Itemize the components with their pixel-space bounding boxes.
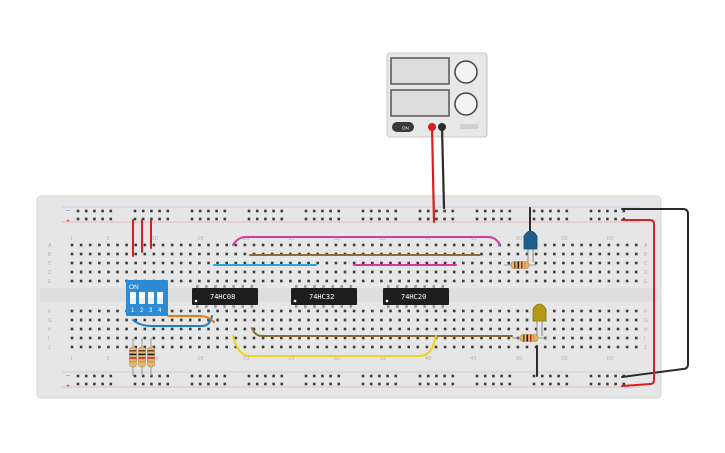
column-number: 1 [70,236,73,242]
column-number: 30 [334,236,340,242]
led-blue[interactable] [523,230,538,262]
wire-magenta-arc [232,236,501,246]
column-number: 60 [607,236,613,242]
row-letter: F [48,309,51,315]
wire-blue [132,315,213,327]
chips[interactable]: 74HC08 74HC32 74HC20 [192,285,449,308]
power-switch[interactable] [392,122,414,132]
power-supply[interactable]: ON [386,52,488,138]
column-number: 30 [334,356,340,362]
dip-switch-number: 2 [140,308,144,314]
voltage-display [390,57,450,85]
row-letter: C [644,261,648,267]
row-letter: D [644,270,648,276]
column-number: 45 [470,356,476,362]
current-display [390,89,450,117]
chip-74hc20[interactable]: 74HC20 [383,285,449,308]
dip-switch-number: 4 [158,308,162,314]
row-letter: I [644,336,645,342]
row-letter: J [644,345,647,351]
column-number: 35 [379,236,385,242]
column-number: 10 [152,236,158,242]
wire-psu-positive [430,125,436,224]
chip-label: 74HC20 [401,293,426,301]
dip-on-label: ON [129,284,139,291]
column-number: 20 [243,236,249,242]
voltage-knob[interactable] [454,60,478,84]
row-letter: B [644,252,648,258]
resistors[interactable] [129,261,547,377]
column-number: 55 [561,356,567,362]
row-letter: E [644,279,648,285]
row-letter: J [48,345,51,351]
column-number: 40 [425,356,431,362]
column-number: 5 [106,236,109,242]
row-letter: C [48,261,52,267]
row-letter: B [48,252,52,258]
resistor-blue-led[interactable] [504,261,536,269]
rail-minus-bottom: − [66,373,70,380]
column-number: 40 [425,236,431,242]
column-number: 55 [561,236,567,242]
wire-right-ground [621,208,689,378]
led-yellow[interactable] [532,303,547,336]
rail-minus-top: − [66,208,70,215]
row-letter: G [48,318,52,324]
wires[interactable] [132,125,689,387]
chip-74hc08[interactable]: 74HC08 [192,285,258,308]
row-letter: E [48,279,52,285]
psu-badge [460,124,478,129]
row-letter: F [644,309,647,315]
row-letter: H [48,327,52,333]
dip-switch-toggle-2[interactable] [139,292,145,304]
column-number: 45 [470,236,476,242]
column-number: 50 [516,356,522,362]
breadboard-holes[interactable] [70,209,638,386]
row-letter: A [48,243,52,249]
resistor-dip-3[interactable] [147,338,155,376]
dip-switch-toggle-4[interactable] [157,292,163,304]
wire-right-power [621,219,655,387]
resistor-dip-2[interactable] [138,338,146,376]
power-switch-label: ON [402,126,409,131]
wire-orange [167,315,215,323]
dip-switch-toggle-3[interactable] [148,292,154,304]
wire-brown-bottom [251,327,513,337]
row-letter: G [644,318,648,324]
column-number: 20 [243,356,249,362]
chip-74hc32[interactable]: 74HC32 [291,285,357,308]
chip-label: 74HC32 [309,293,334,301]
wire-yellow [232,335,437,357]
column-number: 50 [516,236,522,242]
column-number: 10 [152,356,158,362]
wire-psu-negative [440,125,446,210]
current-knob[interactable] [454,92,478,116]
row-letter: D [48,270,52,276]
resistor-dip-1[interactable] [129,338,137,376]
dip-switch-toggle-1[interactable] [130,292,136,304]
row-letter: I [48,336,49,342]
dip-switch-number: 3 [149,308,153,314]
column-number: 35 [379,356,385,362]
column-number: 15 [197,236,203,242]
column-number: 60 [607,356,613,362]
dip-switch-number: 1 [131,308,135,314]
rail-plus-bottom: + [66,383,70,390]
column-number: 5 [106,356,109,362]
column-number: 25 [288,236,294,242]
column-number: 25 [288,356,294,362]
column-number: 15 [197,356,203,362]
row-letter: A [644,243,648,249]
chip-label: 74HC08 [210,293,235,301]
column-number: 1 [70,356,73,362]
resistor-yellow-led[interactable] [512,334,546,342]
rail-plus-top: + [66,218,70,225]
row-letter: H [644,327,648,333]
